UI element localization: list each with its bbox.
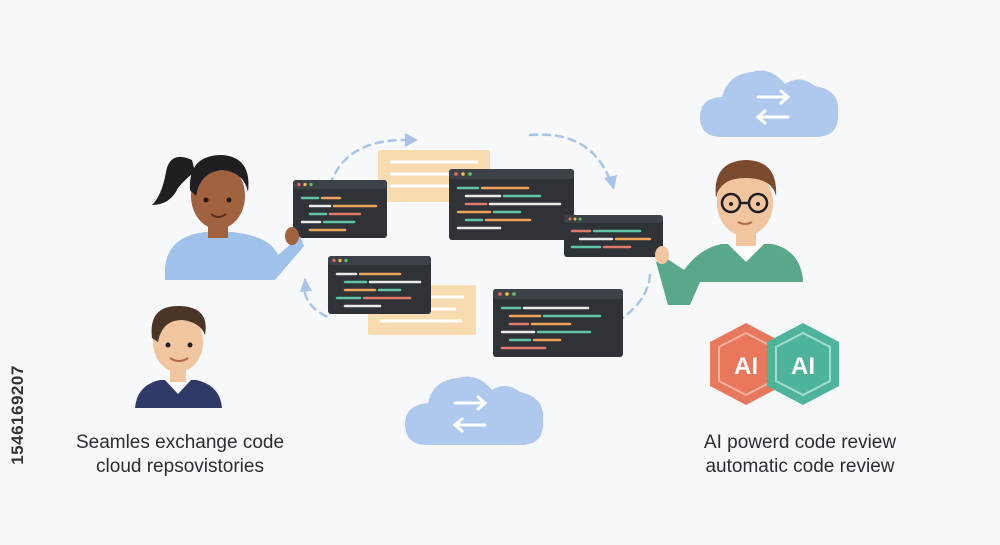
right-caption: AI powerd code review automatic code rev… [680, 431, 920, 479]
left-caption-line2: cloud repsovistories [96, 456, 264, 477]
stock-image-id: 1546169207 [6, 300, 30, 530]
stock-image-id-text: 1546169207 [8, 365, 27, 465]
code-window [564, 215, 663, 257]
developer-avatar [135, 305, 222, 408]
code-window [493, 289, 623, 357]
right-caption-line2: automatic code review [705, 456, 895, 477]
ai-badge-green [767, 323, 839, 405]
man-with-glasses-avatar [655, 160, 803, 305]
ai-badge-label: AI [791, 353, 815, 380]
code-window [293, 180, 387, 238]
code-window [328, 256, 431, 314]
left-caption: Seamles exchange code cloud repsovistori… [60, 431, 300, 479]
cloud-sync-icon [700, 70, 839, 137]
ai-badge-label: AI [734, 353, 758, 380]
left-caption-line1: Seamles exchange code [75, 432, 285, 453]
right-caption-line1: AI powerd code review [703, 432, 897, 453]
code-window [449, 169, 574, 240]
cloud-sync-icon [405, 376, 544, 445]
woman-developer-avatar [152, 155, 304, 280]
